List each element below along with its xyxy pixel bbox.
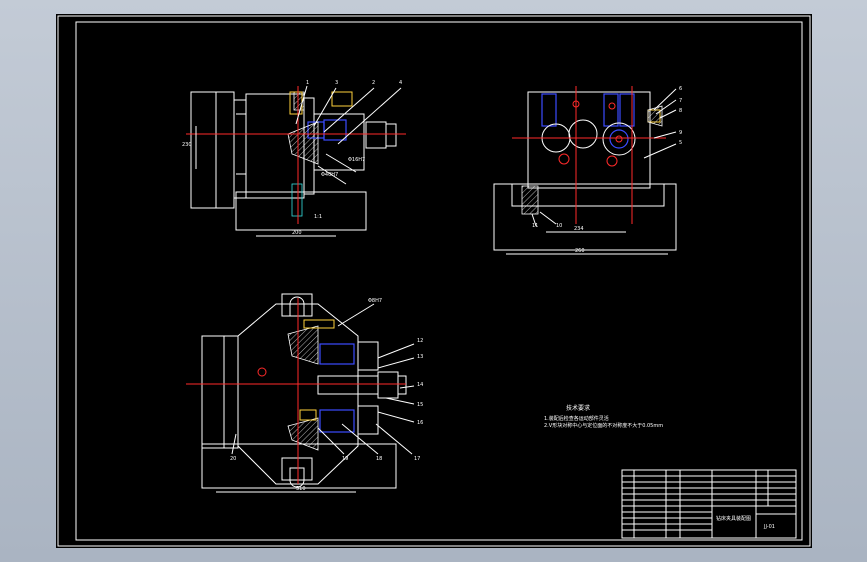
- plan-balloon-18: 18: [376, 456, 382, 462]
- front-dim-200: 200: [292, 230, 302, 236]
- side-balloon-11: 11: [532, 223, 538, 229]
- notes-line-1: 1.装配后检查各运动部件灵活: [544, 415, 609, 422]
- plan-note-phi8: Φ8H7: [368, 298, 382, 304]
- notes-line-2: 2.V形块对称中心与定位面的不对称度不大于0.05mm: [544, 422, 663, 429]
- side-balloon-7: 7: [679, 98, 682, 104]
- notes-title: 技术要求: [566, 404, 590, 412]
- front-note-phi40: Φ40H7: [321, 172, 338, 178]
- plan-balloon-20: 20: [230, 456, 236, 462]
- side-balloon-5: 5: [679, 140, 682, 146]
- plan-view: 310 12 13 14 15 16 17 18 19 20 Φ8H7: [186, 293, 423, 493]
- front-note-phi16: Φ16H7: [348, 157, 365, 163]
- title-block-number: JJ-01: [763, 524, 775, 530]
- plan-balloon-13: 13: [417, 354, 423, 360]
- side-balloon-8: 8: [679, 108, 682, 114]
- plan-dim-310: 310: [296, 486, 306, 492]
- side-view: 234 260 5 6 7 8 9 10 11: [493, 86, 682, 255]
- side-dim-260: 260: [575, 248, 585, 254]
- front-view: 200 230 1 3 2 4 Φ16H7 Φ40H7 1:1: [182, 80, 406, 237]
- drawing-sheet: 200 230 1 3 2 4 Φ16H7 Φ40H7 1:1: [56, 14, 812, 548]
- front-balloon-4: 4: [399, 80, 402, 86]
- front-dim-230: 230: [182, 142, 192, 148]
- outer-frame: [57, 15, 811, 547]
- front-balloon-2: 2: [372, 80, 375, 86]
- assembly-drawing: 200 230 1 3 2 4 Φ16H7 Φ40H7 1:1: [57, 15, 811, 547]
- plan-balloon-17: 17: [414, 456, 420, 462]
- plan-balloon-19: 19: [342, 456, 348, 462]
- front-balloon-3: 3: [335, 80, 338, 86]
- side-dim-234: 234: [574, 226, 584, 232]
- technical-notes: 技术要求 1.装配后检查各运动部件灵活 2.V形块对称中心与定位面的不对称度不大…: [544, 404, 663, 429]
- front-note-scale: 1:1: [314, 214, 322, 220]
- plan-balloon-14: 14: [417, 382, 423, 388]
- plan-balloon-12: 12: [417, 338, 423, 344]
- side-balloon-10: 10: [556, 223, 562, 229]
- title-block-name: 钻床夹具装配图: [716, 515, 751, 522]
- plan-balloon-16: 16: [417, 420, 423, 426]
- title-block: 钻床夹具装配图 JJ-01: [621, 469, 797, 539]
- front-balloon-1: 1: [306, 80, 309, 86]
- inner-frame: [75, 21, 803, 541]
- side-balloon-6: 6: [679, 86, 682, 92]
- plan-balloon-15: 15: [417, 402, 423, 408]
- side-balloon-9: 9: [679, 130, 682, 136]
